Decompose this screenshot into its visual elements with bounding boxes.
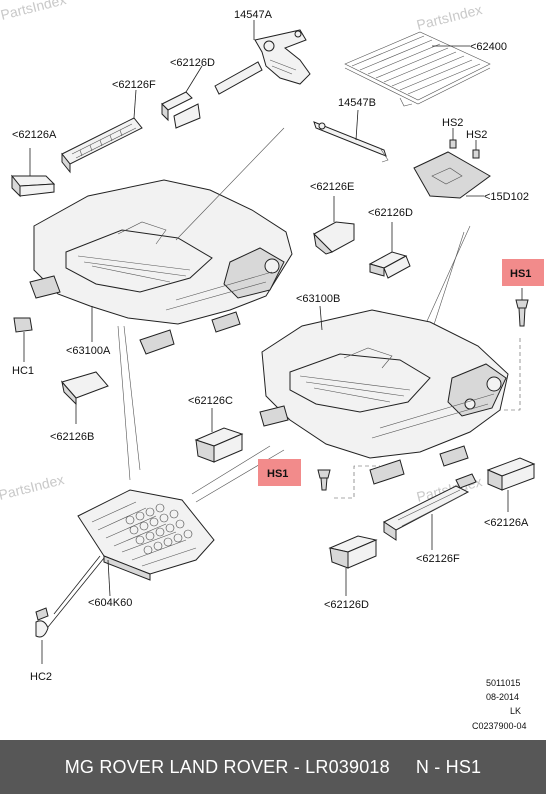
callout-HS2-a: HS2 <box>442 117 463 129</box>
hs1-mid-highlight <box>258 459 301 486</box>
part-62126B-drawing <box>61 371 109 424</box>
callout-15D102: <15D102 <box>484 191 529 203</box>
callout-62126E: <62126E <box>310 181 354 193</box>
callout-HC1: HC1 <box>12 365 34 377</box>
callout-604K60: <604K60 <box>88 597 132 609</box>
part-14547B-drawing <box>313 109 389 163</box>
watermark-mid-left: PartsIndex <box>0 471 66 503</box>
callout-HS1-right: HS1 <box>510 268 531 280</box>
callout-62126F-top: <62126F <box>112 79 156 91</box>
hs1-right-screw-drawing <box>500 288 529 411</box>
callout-62400: <62400 <box>470 41 507 53</box>
callout-HC2: HC2 <box>30 671 52 683</box>
seat-frame-63100A-drawing <box>29 179 293 355</box>
part-62126A-right-drawing <box>486 457 536 512</box>
callout-HS1-mid: HS1 <box>267 468 288 480</box>
meta-initials: LK <box>510 706 521 716</box>
leader-frameA-to-604K60-a <box>117 325 131 481</box>
callout-62126D-bottom: <62126D <box>324 599 369 611</box>
hs2-screws-drawing <box>449 128 480 159</box>
part-62400-drawing <box>344 31 491 107</box>
hs1-right-highlight <box>502 259 544 286</box>
callout-62126C: <62126C <box>188 395 233 407</box>
meta-date: 08-2014 <box>486 692 519 702</box>
watermark-top-right: PartsIndex <box>415 1 484 33</box>
part-15D102-drawing <box>413 151 491 199</box>
callout-14547A: 14547A <box>234 9 273 21</box>
footer-bar: MG ROVER LAND ROVER - LR039018 N - HS1 <box>0 740 546 794</box>
callout-63100B: <63100B <box>296 293 340 305</box>
hs1-mid-screw-drawing <box>317 465 380 499</box>
callout-62126F-bottom: <62126F <box>416 553 460 565</box>
part-62126D-mid-drawing <box>368 222 411 279</box>
leader-frameB-to-604K60-a <box>191 445 271 495</box>
part-62126A-left-drawing <box>10 148 56 198</box>
part-62126E-drawing <box>313 196 355 255</box>
callout-62126D-mid: <62126D <box>368 207 413 219</box>
leader-frameA-to-604K60-b <box>123 325 141 471</box>
part-62126D-bottom-drawing <box>328 535 378 596</box>
part-14547A-drawing <box>214 20 311 95</box>
callout-63100A: <63100A <box>66 345 111 357</box>
hc1-clip-drawing <box>13 317 33 362</box>
footer-text: MG ROVER LAND ROVER - LR039018 N - HS1 <box>64 756 482 777</box>
parts-diagram: PartsIndex PartsIndex PartsIndex PartsIn… <box>0 0 544 731</box>
callout-62126D-top: <62126D <box>170 57 215 69</box>
watermark-top-left: PartsIndex <box>0 0 68 23</box>
part-62126F-top-drawing <box>61 89 143 174</box>
callout-62126B: <62126B <box>50 431 94 443</box>
hc2-clip-drawing <box>35 607 49 664</box>
leader-frameB-to-604K60-b <box>195 449 285 503</box>
part-62126F-bottom-drawing <box>383 473 477 550</box>
callout-62126A-right: <62126A <box>484 517 529 529</box>
part-62126D-top-drawing <box>161 65 203 129</box>
leader-frameA-to-mat <box>175 127 285 241</box>
callout-62126A-left: <62126A <box>12 129 57 141</box>
callout-HS2-b: HS2 <box>466 129 487 141</box>
seat-frame-63100B-drawing <box>259 305 509 485</box>
meta-code: 5011015 <box>486 678 520 688</box>
part-604K60-drawing <box>43 489 215 633</box>
part-62126C-drawing <box>194 408 244 463</box>
meta-drawing-number: C0237900-04 <box>472 721 527 731</box>
callout-14547B: 14547B <box>338 97 376 109</box>
